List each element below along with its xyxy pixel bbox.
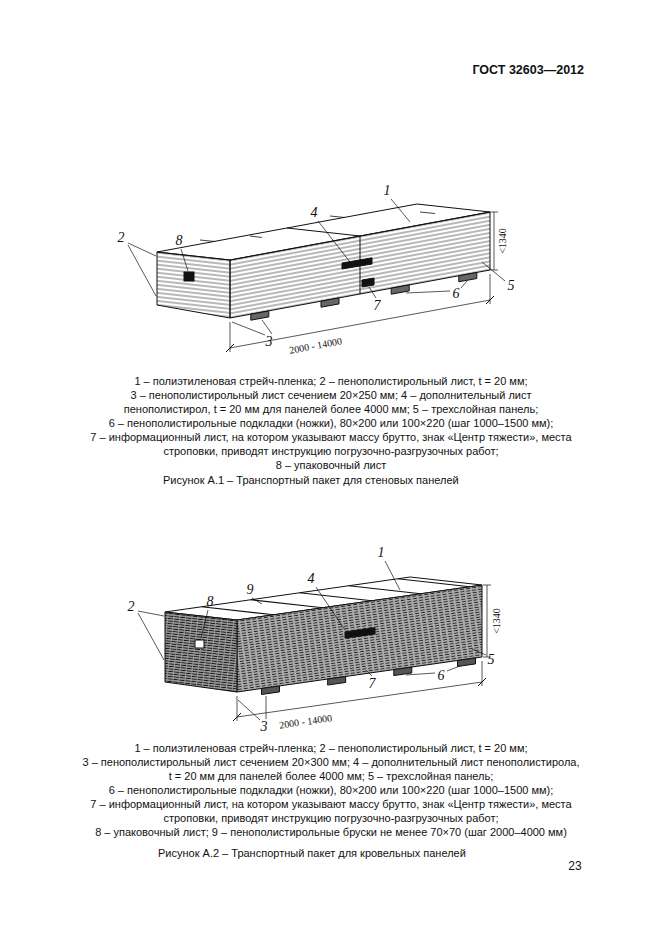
legend-line: 3 – пенополистирольный лист сечением 20×… <box>83 756 580 769</box>
callout-number: 3 <box>261 719 268 736</box>
legend-line: строповки, приводят инструкцию погрузочн… <box>163 445 498 458</box>
legend-line: 6 – пенополистирольные подкладки (ножки)… <box>109 417 554 430</box>
callout-number: 3 <box>266 334 273 351</box>
callout-number: 5 <box>488 652 495 669</box>
legend-line: 7 – информационный лист, на котором указ… <box>90 431 571 444</box>
callout-number: 8 <box>176 233 183 250</box>
callout-number: 1 <box>384 183 391 200</box>
callout-number: 6 <box>438 668 445 685</box>
legend-line: 6 – пенополистирольные подкладки (ножки)… <box>109 784 554 797</box>
legend-line: 3 – пенополистирольный лист сечением 20×… <box>131 389 532 402</box>
dimension: <1340 <box>491 607 503 635</box>
legend-line: 8 – упаковочный лист <box>276 459 387 472</box>
callout-number: 4 <box>308 571 315 588</box>
legend-line: t = 20 мм для панелей более 4000 мм; 5 –… <box>169 770 494 783</box>
callout-number: 7 <box>374 298 381 315</box>
callout-number: 8 <box>207 594 214 611</box>
legend-line: 8 – упаковочный лист; 9 – пенополистирол… <box>95 826 567 839</box>
dimension: <1340 <box>497 227 509 255</box>
callout-number: 6 <box>453 286 460 303</box>
legend-line: пенополистирол, t = 20 мм для панелей бо… <box>124 403 538 416</box>
callout-number: 1 <box>378 545 385 562</box>
figure-caption: Рисунок А.2 – Транспортный пакет для кро… <box>158 847 466 860</box>
callout-number: 2 <box>118 230 125 247</box>
callout-number: 4 <box>311 205 318 222</box>
dimension: 2000 - 14000 <box>288 335 345 357</box>
page-number: 23 <box>568 859 581 873</box>
callout-number: 9 <box>247 582 254 599</box>
callout-number: 2 <box>128 599 135 616</box>
legend-line: строповки, приводят инструкцию погрузочн… <box>163 812 498 825</box>
legend-line: 1 – полиэтиленовая стрейч-пленка; 2 – пе… <box>134 742 527 755</box>
figure-caption: Рисунок А.1 – Транспортный пакет для сте… <box>163 474 459 487</box>
callout-number: 5 <box>508 278 515 295</box>
page-header: ГОСТ 32603—2012 <box>472 63 584 78</box>
dimension: 2000 - 14000 <box>278 712 334 732</box>
callout-number: 7 <box>369 676 376 693</box>
legend-line: 1 – полиэтиленовая стрейч-пленка; 2 – пе… <box>134 375 527 388</box>
legend-line: 7 – информационный лист, на котором указ… <box>90 798 571 811</box>
